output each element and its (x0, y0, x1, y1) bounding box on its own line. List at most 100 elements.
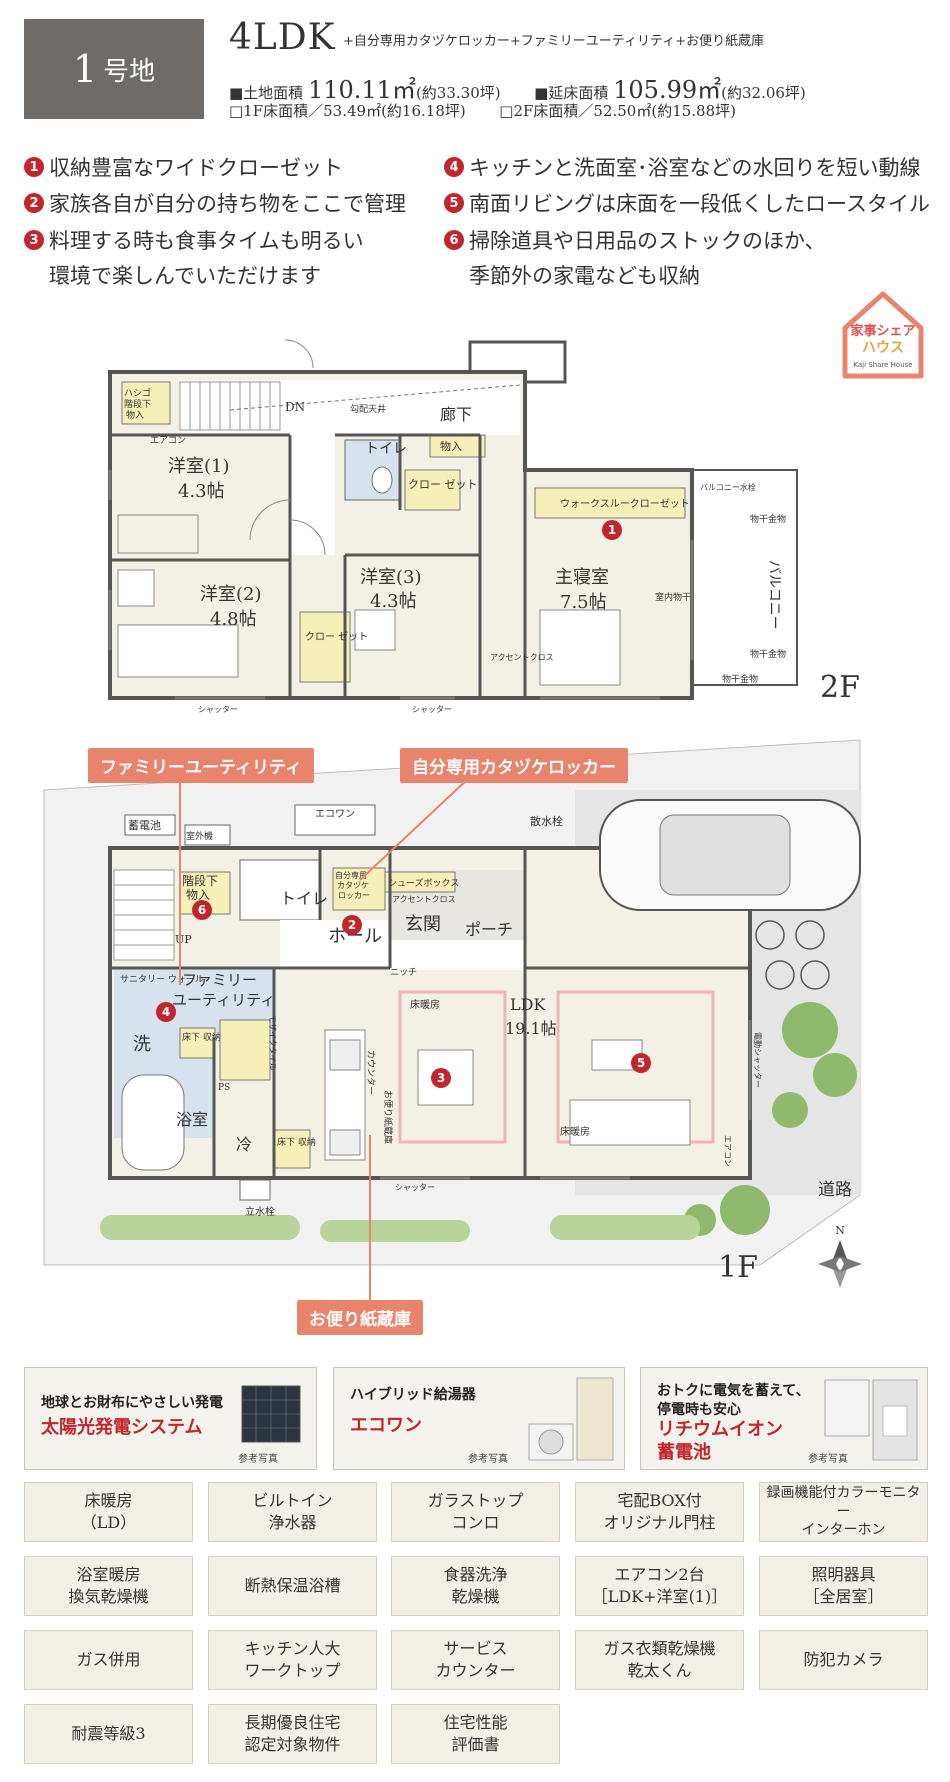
room-ldk: LDK (510, 995, 546, 1014)
feature-num-3: 3 (24, 230, 44, 250)
feature-num-5: 5 (444, 193, 464, 213)
marker-4-num: 4 (162, 1005, 170, 1019)
callout-letter-storage: お便り紙蔵庫 (297, 1300, 423, 1335)
equipment-item: 長期優良住宅 認定対象物件 (208, 1704, 377, 1764)
label-shoes-box: シューズボックス (388, 877, 459, 889)
solar-main: 太陽光発電システム (41, 1417, 203, 1438)
equipment-item: 耐震等級3 (24, 1704, 193, 1764)
battery-ref: 参考写真 (808, 1454, 848, 1465)
marker-2-num: 2 (348, 918, 356, 932)
feature-text-1: 収納豊富なワイドクローゼット (49, 156, 343, 180)
feature-num-1: 1 (24, 157, 44, 177)
north-label: N (835, 1224, 845, 1237)
room-hall-2f: 廊下 (440, 405, 472, 424)
marker-1-2f-num: 1 (608, 523, 616, 537)
label-letter-storage: お便り紙蔵庫 (382, 1090, 394, 1144)
battery-unit-icon (824, 1379, 918, 1461)
feature-num-2: 2 (24, 193, 44, 213)
label-accent-2f: アクセントクロス (490, 653, 554, 662)
area-line-floors: □1F床面積／53.49㎡(約16.18坪) □2F床面積／52.50㎡(約15… (229, 100, 736, 121)
equipment-solar: 地球とお財布にやさしい発電 太陽光発電システム 参考写真 (24, 1367, 317, 1470)
room-porch: ポーチ (465, 920, 513, 939)
solar-ref: 参考写真 (238, 1454, 278, 1465)
ecoone-sub: ハイブリッド給湯器 (350, 1387, 476, 1403)
label-locker: 自分専用カタヅケロッカー (335, 870, 370, 900)
label-ps: PS (218, 1083, 230, 1093)
label-aircon-1f: エアコン (723, 1135, 732, 1167)
label-floor-heat-1: 床暖房 (410, 998, 440, 1011)
room-3: 洋室(3) (360, 567, 422, 588)
room-wash: 洗 (133, 1034, 151, 1055)
label-aircon-2f: エアコン (150, 436, 186, 446)
floor1-area: □1F床面積／53.49㎡(約16.18坪) (229, 102, 466, 120)
solar-panel-icon (241, 1385, 301, 1443)
room-1: 洋室(1) (168, 456, 230, 477)
room-fridge: 冷 (236, 1135, 252, 1154)
marker-5-1f (631, 1053, 651, 1073)
room-storage-2f: 物入 (440, 439, 462, 453)
marker-3-num: 3 (437, 1071, 445, 1085)
room-balcony: バルコニー (766, 560, 782, 630)
label-faucet: バルコニー水栓 (700, 482, 756, 492)
equipment-battery: おトクに電気を蓄えて、 停電時も安心 リチウムイオン 蓄電池 参考写真 (640, 1367, 928, 1470)
feature-text-3: 料理する時も食事タイムも明るい (49, 229, 364, 253)
floor-label-1f: 1F (718, 1250, 758, 1285)
land-area-value: 110.11㎡ (307, 76, 416, 104)
room-2-size: 4.8帖 (210, 609, 257, 630)
callout-locker: 自分専用カタヅケロッカー (400, 748, 628, 783)
room-bath: 浴室 (176, 1110, 208, 1129)
floor-area-value: 105.99㎡ (613, 76, 722, 104)
water-heater-icon (528, 1377, 614, 1461)
room-family-utility: ファミリーユーティリティ (172, 971, 275, 1009)
equipment-item: ガス衣類乾燥機 乾太くん (575, 1630, 744, 1690)
marker-3-1f (431, 1068, 451, 1088)
area-line-total: ■土地面積 110.11㎡(約33.30坪) ■延床面積 105.99㎡(約32… (229, 70, 806, 105)
logo-line2: ハウス (862, 340, 904, 356)
label-dryer-1: 物干金物 (750, 513, 786, 525)
feature-text-6: 掃除道具や日用品のストックのほか、 (469, 229, 826, 253)
logo-line3: Kaji Share House (853, 361, 912, 369)
feature-num-4: 4 (444, 157, 464, 177)
car-illustration (599, 799, 861, 911)
label-battery: 蓄電池 (128, 819, 161, 832)
equipment-item: 浴室暖房 換気乾燥機 (24, 1556, 193, 1616)
feature-num-6: 6 (444, 230, 464, 250)
land-area-label: ■土地面積 (229, 84, 304, 102)
equipment-item: エアコン2台 ［LDK+洋室(1)］ (575, 1556, 744, 1616)
kaji-share-house-logo: 家事シェア ハウス Kaji Share House (842, 291, 924, 379)
equipment-item: 宅配BOX付 オリジナル門柱 (575, 1482, 744, 1542)
equipment-item: 断熱保温浴槽 (208, 1556, 377, 1616)
label-under-stairs: 階段下物入 (182, 873, 218, 902)
label-niche: ニッチ (390, 967, 417, 978)
land-area-tsubo: (約33.30坪) (415, 84, 501, 102)
garden-plants (100, 1002, 857, 1242)
label-drain: 立水栓 (245, 1205, 275, 1218)
label-under-floor-1: 床下 収納 (182, 1031, 221, 1043)
label-shutter-1f: シャッター (395, 1183, 435, 1192)
label-outdoor-unit: 室外機 (186, 830, 213, 842)
label-sanitary: サニタリー ウォール (120, 974, 204, 985)
label-indoor-dry: 室内物干 (655, 591, 691, 603)
label-dryer-2: 物干金物 (750, 648, 786, 660)
layout-extras: +自分専用カタヅケロッカー+ファミリーユーティリティ+お便り紙蔵庫 (343, 34, 765, 49)
room-closet-2f: クロー ゼット (408, 478, 478, 491)
equipment-ecoone: ハイブリッド給湯器 エコワン 参考写真 (333, 1367, 625, 1470)
label-e-shutter: 電動シャッター (753, 1032, 762, 1088)
logo-line1: 家事シェア (850, 323, 915, 339)
label-ecoone: エコワン (315, 809, 355, 820)
label-dn: DN (285, 400, 305, 414)
equipment-item: 照明器具 ［全居室］ (759, 1556, 928, 1616)
marker-2-1f (342, 915, 362, 935)
room-hall-1f: ホール (328, 926, 382, 947)
room-1-size: 4.3帖 (178, 481, 225, 502)
equipment-item: ガス併用 (24, 1630, 193, 1690)
floor-label-2f: 2F (820, 670, 860, 705)
battery-main: リチウムイオン 蓄電池 (657, 1419, 783, 1464)
north-arrow-icon: N (818, 1224, 862, 1288)
equipment-item: 床暖房 （LD） (24, 1482, 193, 1542)
label-road: 道路 (818, 1180, 852, 1200)
room-master-size: 7.5帖 (560, 592, 607, 613)
label-mosaic: モザイクタイル (268, 1015, 277, 1071)
